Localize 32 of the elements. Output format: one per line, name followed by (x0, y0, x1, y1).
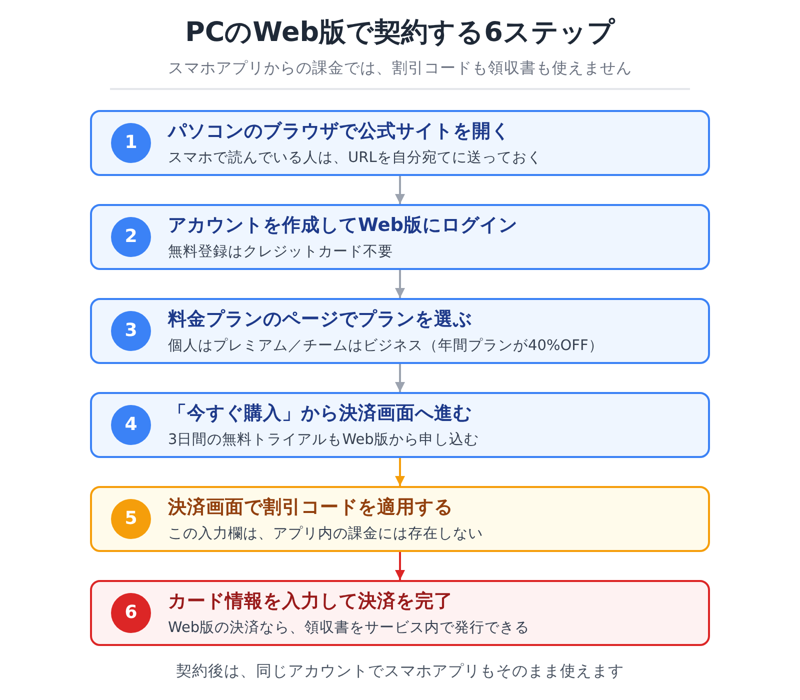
step-box (90, 580, 710, 646)
step-box (90, 298, 710, 364)
step-number: 5 (111, 499, 151, 539)
step-box (90, 486, 710, 552)
step-box (90, 110, 710, 176)
step-box (90, 204, 710, 270)
step-description: スマホで読んでいる人は、URLを自分宛てに送っておく (168, 148, 542, 168)
step-title: 「今すぐ購入」から決済画面へ進む (168, 402, 472, 426)
arrow (395, 270, 405, 298)
arrow (395, 458, 405, 486)
step-title: パソコンのブラウザで公式サイトを開く (168, 120, 510, 144)
step-description: Web版の決済なら、領収書をサービス内で発行できる (168, 618, 530, 638)
step-number: 4 (111, 405, 151, 445)
step-box (90, 392, 710, 458)
subtitle: スマホアプリからの課金では、割引コードも領収書も使えません (167, 58, 633, 79)
step-description: 3日間の無料トライアルもWeb版から申し込む (168, 431, 479, 450)
step-description: 無料登録はクレジットカード不要 (168, 243, 393, 262)
footnote: 契約後は、同じアカウントでスマホアプリもそのまま使えます (175, 661, 625, 682)
arrow (395, 552, 405, 580)
arrow (395, 176, 405, 204)
step-title: 料金プランのページでプランを選ぶ (168, 308, 472, 332)
title: PCのWeb版で契約する6ステップ (184, 16, 616, 50)
step-title: 決済画面で割引コードを適用する (168, 496, 453, 520)
step-number: 6 (111, 593, 151, 633)
step-description: この入力欄は、アプリ内の課金には存在しない (168, 524, 483, 544)
step-number: 1 (111, 123, 151, 163)
arrow (395, 364, 405, 392)
step-number: 3 (111, 311, 151, 351)
step-number: 2 (111, 217, 151, 257)
step-title: カード情報を入力して決済を完了 (168, 590, 453, 614)
step-description: 個人はプレミアム／チームはビジネス（年間プランが40%OFF） (168, 336, 604, 356)
step-title: アカウントを作成してWeb版にログイン (168, 214, 518, 238)
